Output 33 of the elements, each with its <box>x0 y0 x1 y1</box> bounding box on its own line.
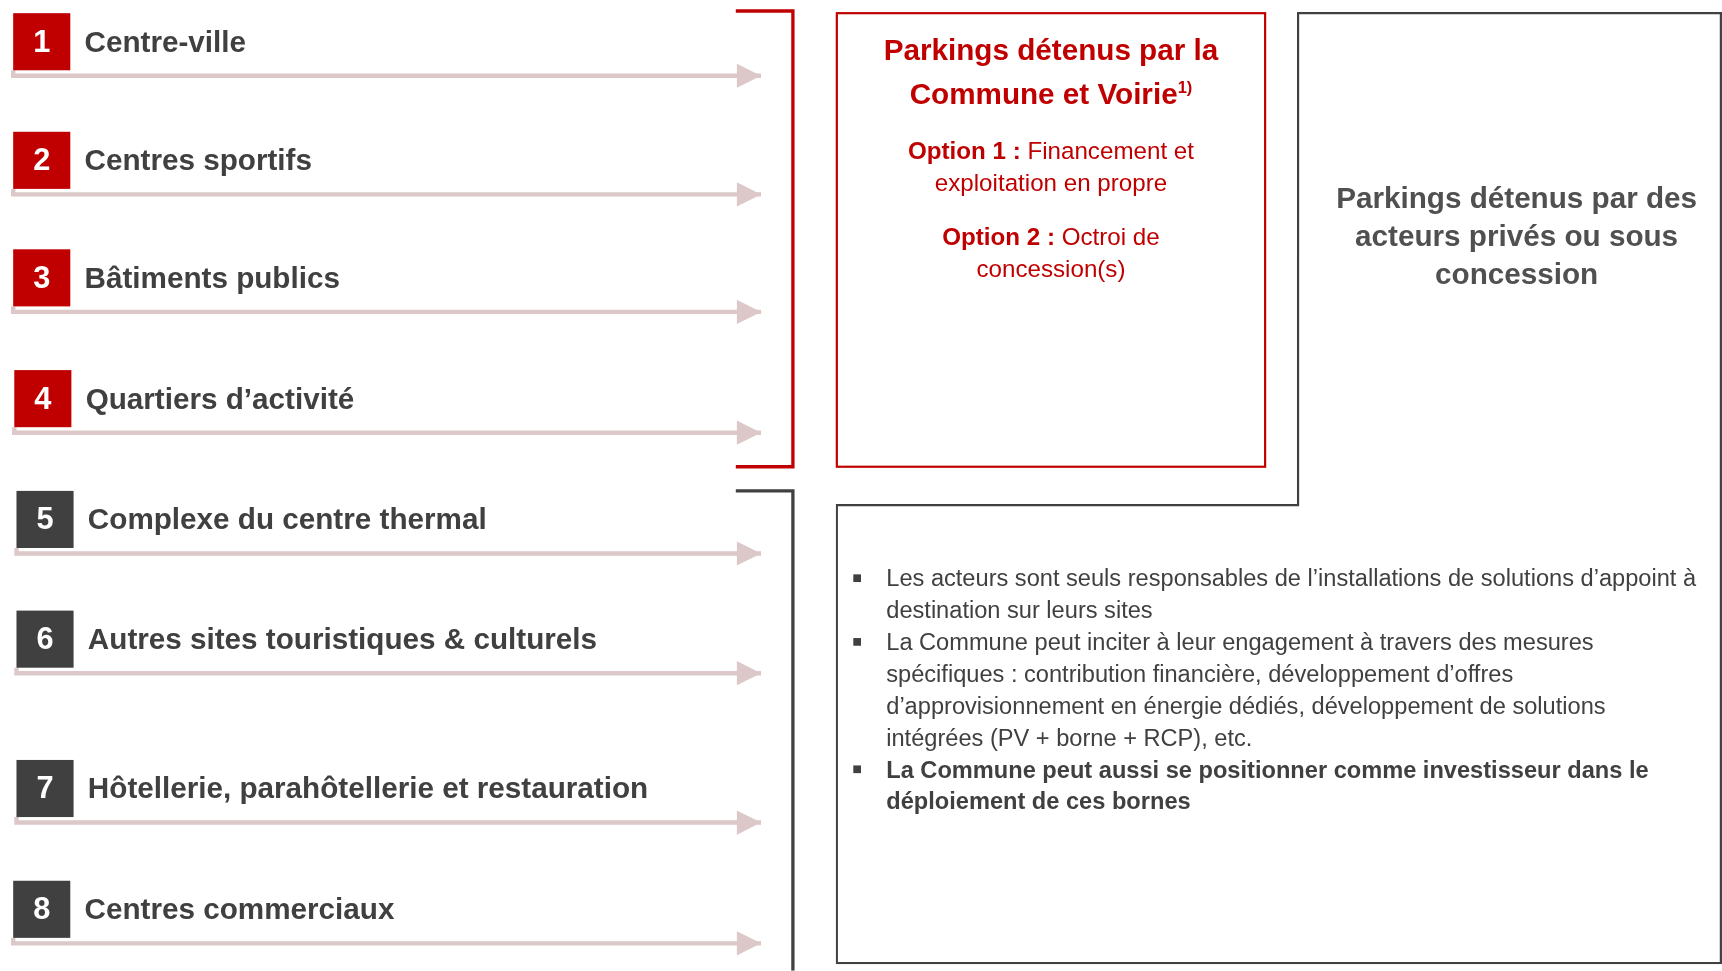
item-label: Complexe du centre thermal <box>87 502 487 537</box>
item-label: Centre-ville <box>84 24 247 60</box>
arrow <box>14 810 762 835</box>
bullet-text: La Commune peut aussi se positionner comme investisseur dans le déploiement de ces bornes <box>886 756 1649 815</box>
arrow <box>11 299 762 324</box>
bullet-text: La Commune peut inciter à leur engagement à travers des mesures spécifiques : contribution financière, développement d’offres d’approvisionnement en énergie dédiés, développement de solutions intégrées (PV + borne + RCP), etc. <box>886 629 1606 752</box>
arrow <box>11 63 762 88</box>
item-label: Bâtiments publics <box>84 260 340 296</box>
arrow <box>12 420 762 445</box>
item-label: Centres commerciaux <box>84 891 395 927</box>
item-label: Centres sportifs <box>84 142 312 178</box>
bullet-text: Les acteurs sont seuls responsables de l’installations de solutions d’appoint à destination sur leurs sites <box>886 565 1697 624</box>
card-heading: Parkings détenus par la Commune et Voirie$^{1)}$ <box>882 33 1220 113</box>
panel-outline <box>835 12 1722 965</box>
number-badge: 2 <box>13 131 71 189</box>
number-badge: 3 <box>13 249 71 307</box>
item-label: Hôtellerie, parahôtellerie et restauration <box>87 771 649 807</box>
arrow <box>14 541 762 566</box>
arrow <box>11 931 762 956</box>
number-badge: 5 <box>16 490 74 548</box>
option-card <box>835 12 1267 468</box>
option-text: Option 2 : Octroi de concession(s) <box>941 221 1161 285</box>
number-badge: 6 <box>16 610 74 668</box>
option-text: Option 1 : Financement et exploitation en propre <box>907 136 1195 199</box>
number-badge: 1 <box>13 13 71 71</box>
arrow <box>14 661 762 686</box>
item-label: Quartiers d’activité <box>85 381 355 417</box>
arrow <box>11 182 762 207</box>
panel-heading: Parkings détenus par des acteurs privés ou sous concession <box>1335 180 1699 293</box>
item-label: Autres sites touristiques & culturels <box>87 621 597 657</box>
number-badge: 8 <box>13 880 71 938</box>
number-badge: 7 <box>16 759 74 818</box>
number-badge: 4 <box>14 370 72 428</box>
